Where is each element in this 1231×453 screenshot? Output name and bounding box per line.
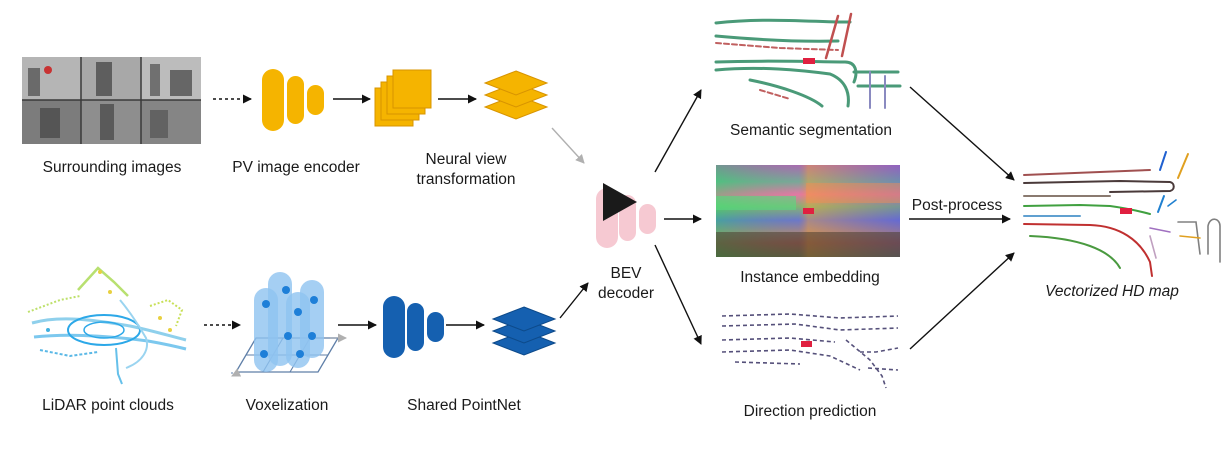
pv-image-encoder-label: PV image encoder [232,159,360,176]
pv-image-encoder-icon [262,69,324,131]
instance-embedding-label: Instance embedding [740,269,880,286]
bev-decoder-label-line1: BEV [610,265,642,282]
shared-pointnet-icon [383,296,444,358]
neural-view-transformation-label-line2: transformation [416,171,516,188]
surrounding-images-thumbnail [22,57,201,144]
vectorized-hd-map-label: Vectorized HD map [1045,283,1179,300]
instance-embedding-output [716,165,900,257]
bev-feature-layers-icon-orange [483,70,549,120]
lidar-point-cloud-image [27,266,187,385]
semantic-segmentation-output [714,12,902,109]
vectorized-hd-map-output [1023,151,1221,277]
shared-pointnet-label: Shared PointNet [407,397,521,414]
direction-prediction-label: Direction prediction [743,403,877,420]
bev-feature-layers-icon-blue [491,306,557,356]
surrounding-images-label: Surrounding images [42,159,182,176]
lidar-point-clouds-label: LiDAR point clouds [42,397,174,414]
semantic-segmentation-label: Semantic segmentation [730,122,892,139]
direction-prediction-output [721,313,899,389]
neural-view-transformation-label-line1: Neural view [425,151,507,168]
post-process-label: Post-process [911,197,1003,214]
play-triangle-icon [603,183,637,221]
feature-map-stack-icon [374,69,432,127]
bev-decoder-icon [596,183,656,248]
voxelization-icon [231,272,347,377]
voxelization-label: Voxelization [245,397,329,414]
bev-decoder-label-line2: decoder [597,285,654,302]
